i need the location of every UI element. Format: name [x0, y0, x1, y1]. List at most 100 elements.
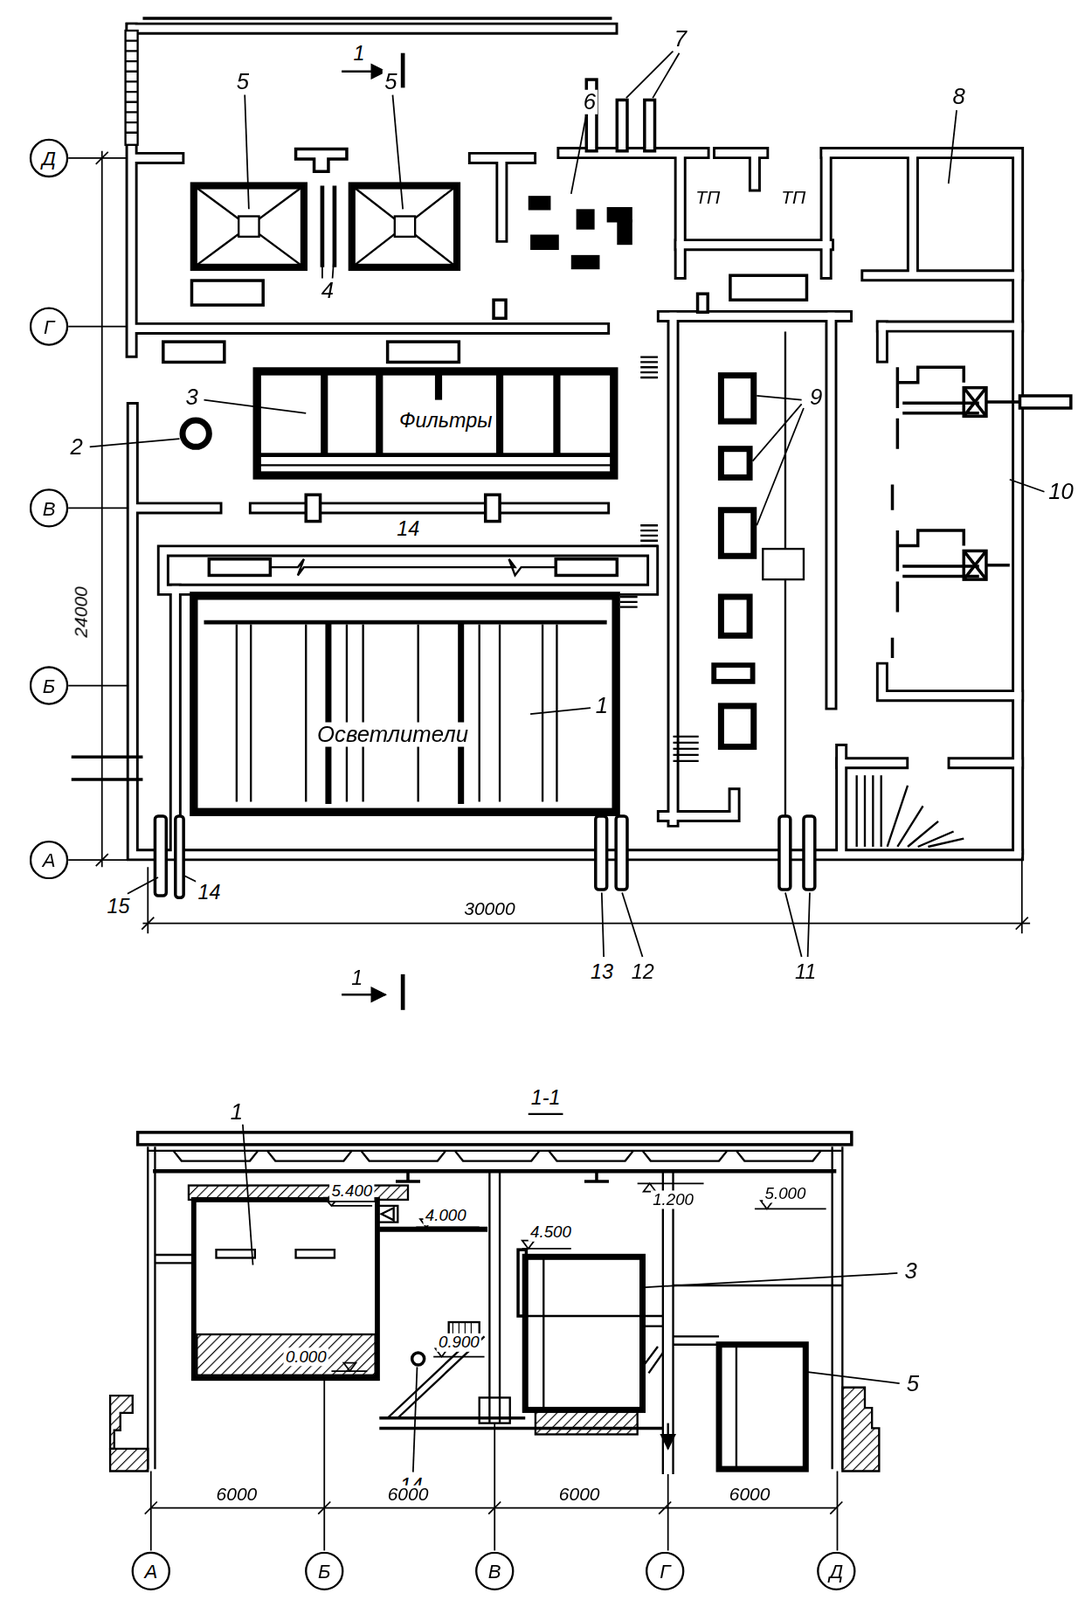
section-view-part: [525, 1256, 643, 1410]
section-view-part: [172, 1150, 821, 1161]
section-view-part: [147, 1146, 155, 1469]
room-name: Осветлители: [314, 722, 472, 747]
pumps-10-part: [986, 400, 1021, 404]
axis-letter: А: [144, 1561, 158, 1581]
section-view-part: [110, 1448, 148, 1472]
dimension-text: 4.500: [528, 1223, 574, 1242]
inlet-pipes-part: [175, 815, 184, 898]
inlet-pipes-part: [595, 815, 608, 890]
axis-marker: Д: [816, 1551, 856, 1590]
room-name: ТП: [778, 188, 809, 209]
hatched-column-part: [125, 30, 139, 146]
hall-tanks-9-part: [720, 596, 750, 636]
dimension-text: 6000: [214, 1485, 259, 1506]
axis-letter: А: [42, 849, 56, 870]
pumps-10-part: [1019, 395, 1071, 408]
section-view-part: [673, 1335, 720, 1344]
inlet-pipes-part: [615, 815, 628, 890]
room-name: Фильтры: [396, 408, 496, 432]
equipment-pads-part: [730, 275, 808, 300]
axis-marker: А: [131, 1551, 171, 1590]
equipment-6-part: [576, 208, 595, 229]
channel-pipe-part: [269, 559, 556, 576]
callout-number: 4: [318, 278, 336, 304]
equipment-6: [528, 195, 633, 270]
section-view-part: [216, 1249, 256, 1258]
axis-marker: Г: [645, 1551, 685, 1590]
room-name: ТП: [692, 188, 724, 209]
section-view-part: [663, 1170, 674, 1474]
equipment-6-part: [616, 219, 633, 245]
callout-number: 12: [628, 960, 657, 983]
section-markers: [341, 53, 403, 1010]
filter-block-part: [256, 463, 615, 466]
axis-letter: Г: [659, 1561, 671, 1581]
dimension-text: 5.400: [329, 1181, 374, 1201]
hatched-column: [125, 18, 613, 146]
stairs-part: [887, 785, 965, 847]
section-view-part: [642, 1315, 663, 1327]
stairs-part: [640, 357, 658, 378]
dimension-lines-part: [96, 152, 109, 866]
pumps-10-part: [986, 563, 1010, 567]
hatched-column-part: [125, 41, 139, 133]
section-view-part: [193, 1199, 378, 1378]
section-markers-part: [400, 53, 406, 89]
settling-tanks-part: [238, 216, 259, 237]
section-view: [110, 1113, 900, 1551]
section-view-part: [151, 1378, 838, 1550]
equipment-pads-part: [296, 148, 347, 172]
callout-number: 3: [902, 1258, 920, 1284]
axis-marker: Д: [29, 138, 69, 178]
settling-tanks-part: [394, 216, 415, 237]
pipes-7-part: [616, 99, 628, 151]
callout-number: 6: [580, 89, 598, 115]
axis-marker: В: [475, 1551, 514, 1590]
dimension-lines-part: [101, 151, 104, 868]
room-label-area: Фильтры: [256, 371, 615, 476]
clarifier-block-part: [236, 623, 558, 802]
dimension-text: 6000: [385, 1485, 430, 1506]
stairs: [620, 357, 964, 847]
walls-part: [131, 28, 1019, 856]
callout-number: 14: [394, 517, 422, 540]
callout-number: 1: [351, 41, 367, 65]
filter-block-part: [324, 371, 557, 456]
hall-tanks-9-part: [720, 705, 754, 747]
callout-number: 10: [1046, 479, 1076, 505]
callout-number: 5: [234, 69, 252, 94]
hall-tanks-9: [713, 331, 804, 821]
stairs-part: [640, 525, 658, 546]
dimension-text: 1.200: [650, 1189, 696, 1209]
section-view-part: [296, 1249, 335, 1258]
leader-lines-part: [1009, 479, 1045, 492]
filter-block: [256, 371, 615, 476]
leader-lines-part: [244, 95, 249, 210]
clarifier-block-part: [328, 621, 462, 804]
inlet-pipes-part: [71, 756, 144, 780]
leader-lines-part: [948, 110, 957, 184]
filter-block-part: [256, 371, 615, 476]
pumps-10-part: [897, 530, 979, 612]
callout-number: 15: [104, 894, 132, 918]
inlet-pipes-part: [154, 815, 166, 896]
section-view-part: [242, 1124, 254, 1265]
leader-lines-part: [392, 95, 403, 210]
clarifier-block: [193, 595, 616, 813]
filter-block-part: [435, 371, 443, 401]
callout-number: 1: [593, 693, 610, 719]
section-view-part: [110, 1395, 133, 1449]
settling-tanks-part: [322, 185, 335, 267]
callout-number: 7: [671, 26, 689, 51]
clarifier-block-part: [203, 620, 607, 625]
section-view-part: [377, 1205, 398, 1223]
section-view-part: [642, 1272, 898, 1287]
axis-letter: В: [42, 497, 56, 518]
section-view-part: [528, 1112, 564, 1115]
section-view-part: [413, 1366, 418, 1472]
leader-lines: [89, 50, 1045, 957]
section-markers-part: [400, 974, 406, 1010]
pumps-10-part: [897, 366, 979, 449]
